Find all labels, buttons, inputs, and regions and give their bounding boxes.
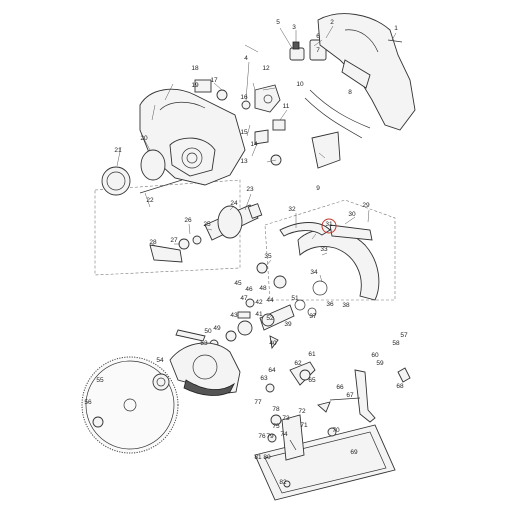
part-label-26: 26 (184, 217, 192, 224)
part-label-65: 65 (308, 377, 316, 384)
part-label-18: 18 (191, 65, 199, 72)
part-label-17: 17 (210, 77, 218, 84)
part-label-15: 15 (240, 129, 248, 136)
part-label-52: 52 (266, 315, 274, 322)
part-label-82: 82 (279, 479, 287, 486)
part-label-76: 76 (258, 433, 266, 440)
part-label-71: 71 (300, 422, 308, 429)
part-label-21: 21 (114, 147, 122, 154)
adjust-parts (265, 361, 411, 488)
leader-lines (116, 25, 397, 283)
part-label-50: 50 (204, 328, 212, 335)
blade-guard-group-outline (264, 199, 396, 301)
part-label-72: 72 (298, 408, 306, 415)
part-label-73: 73 (282, 415, 290, 422)
part-label-79: 79 (266, 433, 274, 440)
part-label-60: 60 (371, 352, 379, 359)
part-label-6: 6 (316, 33, 320, 40)
part-label-49: 49 (213, 325, 221, 332)
part-label-68: 68 (396, 383, 404, 390)
part-label-12: 12 (262, 65, 270, 72)
part-label-44: 44 (266, 297, 274, 304)
part-label-59: 59 (376, 360, 384, 367)
part-label-62: 62 (294, 360, 302, 367)
part-label-34: 34 (310, 269, 318, 276)
part-label-1: 1 (394, 25, 398, 32)
part-label-38: 38 (342, 302, 350, 309)
part-label-19: 19 (191, 82, 199, 89)
part-label-75: 75 (272, 423, 280, 430)
part-label-57: 57 (400, 332, 408, 339)
armature (101, 149, 263, 263)
part-label-14: 14 (250, 141, 258, 148)
motor-housing (139, 88, 246, 186)
part-label-40: 40 (269, 340, 277, 347)
part-label-51: 51 (291, 295, 299, 302)
armature-group-outline (94, 179, 241, 276)
part-label-3: 3 (292, 24, 296, 31)
part-label-22: 22 (146, 197, 154, 204)
handle-assembly (304, 13, 416, 169)
part-label-78: 78 (272, 406, 280, 413)
switch-assembly (194, 39, 327, 166)
part-label-25: 25 (203, 221, 211, 228)
part-label-64: 64 (268, 367, 276, 374)
part-label-7: 7 (316, 47, 320, 54)
part-label-46: 46 (245, 286, 253, 293)
part-label-16: 16 (240, 94, 248, 101)
part-label-47: 47 (240, 295, 248, 302)
part-label-28: 28 (149, 239, 157, 246)
part-label-27: 27 (170, 237, 178, 244)
part-label-66: 66 (336, 384, 344, 391)
part-label-42: 42 (255, 299, 263, 306)
part-label-81: 81 (254, 454, 262, 461)
part-label-11: 11 (283, 103, 290, 110)
part-label-69: 69 (350, 449, 358, 456)
part-label-2: 2 (330, 19, 334, 26)
part-label-4: 4 (244, 55, 248, 62)
part-label-9: 9 (316, 185, 320, 192)
gear-parts (175, 262, 295, 350)
part-label-61: 61 (308, 351, 316, 358)
part-label-58: 58 (392, 340, 400, 347)
part-label-37: 37 (309, 313, 317, 320)
part-label-13: 13 (240, 158, 248, 165)
saw-blade (81, 356, 179, 454)
blade-guard (279, 222, 380, 317)
part-label-5: 5 (276, 19, 280, 26)
lower-guard (92, 342, 241, 428)
part-label-36: 36 (326, 301, 334, 308)
part-label-77: 77 (254, 399, 262, 406)
part-number-labels: 1234567891011121314151617181920212223242… (84, 19, 408, 486)
part-label-23: 23 (246, 186, 254, 193)
part-label-24: 24 (230, 200, 238, 207)
part-label-70: 70 (332, 427, 340, 434)
part-label-10: 10 (296, 81, 304, 88)
base-plate (254, 414, 396, 501)
part-label-56: 56 (84, 399, 92, 406)
part-label-43: 43 (230, 312, 238, 319)
highlight-circle (321, 218, 337, 234)
part-label-33: 33 (320, 246, 328, 253)
part-label-35: 35 (264, 253, 272, 260)
part-label-45: 45 (234, 280, 242, 287)
part-label-54: 54 (156, 357, 164, 364)
part-label-63: 63 (260, 375, 268, 382)
part-label-39: 39 (284, 321, 292, 328)
part-label-30: 30 (348, 211, 356, 218)
part-label-67: 67 (346, 392, 354, 399)
part-label-41: 41 (255, 311, 263, 318)
part-label-48: 48 (259, 285, 267, 292)
part-label-80: 80 (263, 454, 271, 461)
part-label-20: 20 (140, 135, 148, 142)
part-label-55: 55 (96, 377, 104, 384)
part-label-53: 53 (200, 340, 208, 347)
part-label-32: 32 (288, 206, 296, 213)
part-label-8: 8 (348, 89, 352, 96)
part-label-31: 31 (325, 221, 333, 228)
part-label-74: 74 (280, 431, 288, 438)
part-label-29: 29 (362, 202, 370, 209)
